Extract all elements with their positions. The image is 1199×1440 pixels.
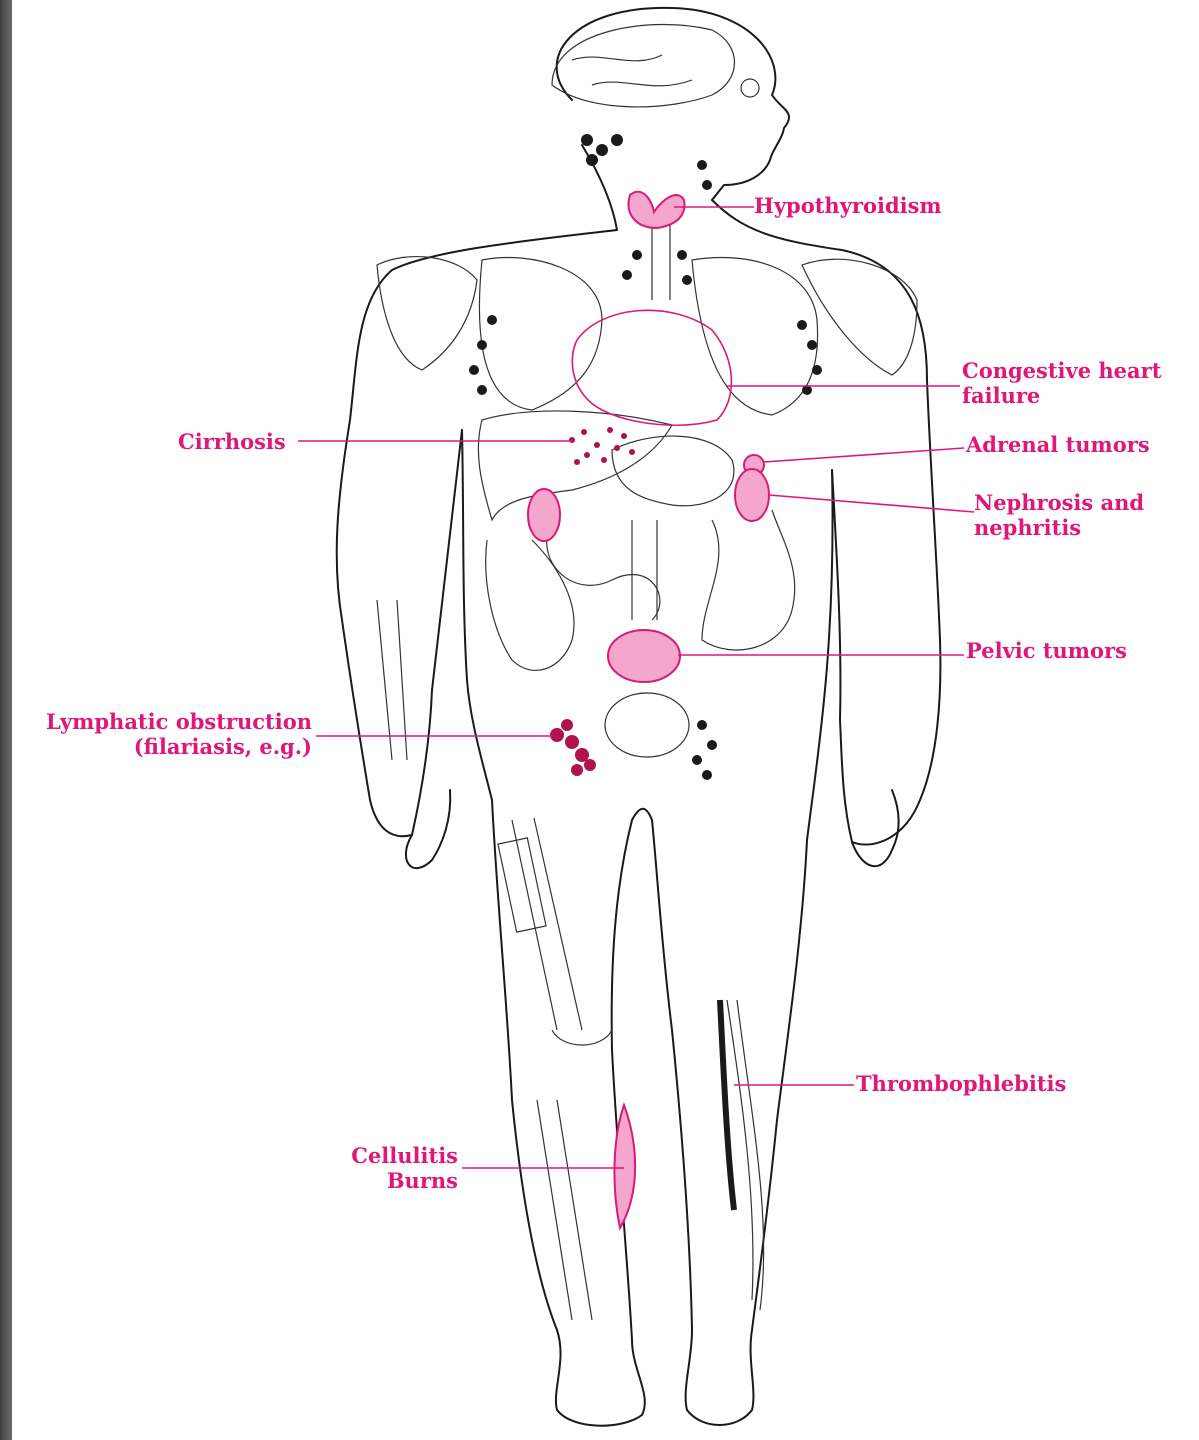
illustration-page: Hypothyroidism Congestive heart failure … <box>12 0 1199 1440</box>
lymph-nodes <box>469 134 822 780</box>
label-nephrosis-line2: nephritis <box>974 515 1144 540</box>
leader-lines <box>298 207 974 1168</box>
label-adrenal-tumors: Adrenal tumors <box>966 432 1150 457</box>
label-cirrhosis: Cirrhosis <box>178 429 286 454</box>
cellulitis-highlight <box>614 1105 635 1228</box>
label-thrombophlebitis: Thrombophlebitis <box>856 1071 1066 1096</box>
label-lymphatic-line2: (filariasis, e.g.) <box>12 734 312 759</box>
kidney-right-highlight <box>735 469 769 521</box>
label-cellulitis: Cellulitis <box>312 1143 458 1168</box>
label-burns: Burns <box>312 1168 458 1193</box>
label-nephrosis-nephritis: Nephrosis and nephritis <box>974 490 1144 540</box>
label-lymphatic-line1: Lymphatic obstruction <box>12 709 312 734</box>
thyroid-highlight <box>629 192 685 228</box>
pelvic-tumor-highlight <box>608 630 680 682</box>
heart-highlight <box>572 310 731 425</box>
label-congestive-heart-failure: Congestive heart failure <box>962 358 1161 408</box>
kidney-left-highlight <box>528 489 560 541</box>
label-cellulitis-burns: Cellulitis Burns <box>312 1143 458 1193</box>
label-lymphatic-obstruction: Lymphatic obstruction (filariasis, e.g.) <box>12 709 312 759</box>
label-pelvic-tumors: Pelvic tumors <box>966 638 1127 663</box>
highlighted-organs <box>528 192 769 1228</box>
label-chf-line2: failure <box>962 383 1161 408</box>
label-chf-line1: Congestive heart <box>962 358 1161 383</box>
cirrhosis-dots <box>569 427 635 465</box>
label-hypothyroidism: Hypothyroidism <box>754 193 942 218</box>
label-nephrosis-line1: Nephrosis and <box>974 490 1144 515</box>
